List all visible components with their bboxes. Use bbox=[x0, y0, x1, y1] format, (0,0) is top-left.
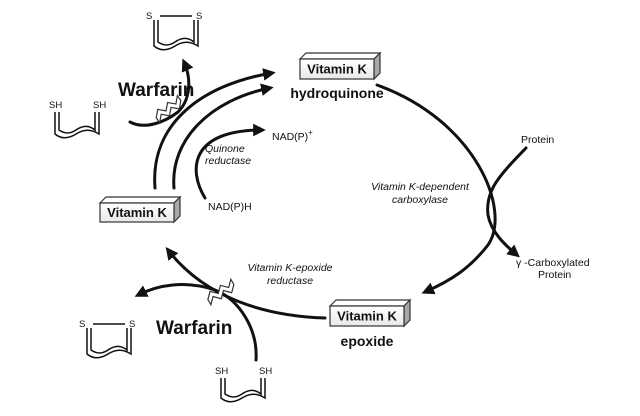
carboxylated-protein-label-2: Protein bbox=[538, 269, 571, 281]
thiol-label: SH bbox=[49, 100, 62, 111]
sulfur-label: S bbox=[129, 319, 135, 330]
warfarin-block-icon-top bbox=[155, 94, 182, 125]
dithiol-oxidation-arrow-top bbox=[128, 58, 194, 127]
quinone-box-label: Vitamin K bbox=[107, 205, 167, 220]
vitamin-k-quinone-box: Vitamin K bbox=[98, 195, 182, 224]
sulfur-label: S bbox=[79, 319, 85, 330]
carboxylase-label-2: carboxylase bbox=[392, 194, 448, 206]
epoxide-reduction-arrow bbox=[165, 247, 327, 320]
hydroquinone-box-label: Vitamin K bbox=[307, 62, 367, 77]
quinone-reductase-label-2: reductase bbox=[205, 155, 251, 167]
quinone-reduction-arrow-1 bbox=[153, 68, 276, 190]
epoxide-label: epoxide bbox=[341, 333, 394, 349]
epoxide-reductase-label-1: Vitamin K-epoxide bbox=[247, 262, 332, 274]
vitamin-k-hydroquinone-box: Vitamin K bbox=[298, 51, 382, 81]
thiol-label: SH bbox=[215, 366, 228, 377]
disulfide-icon-top: S S bbox=[146, 11, 202, 51]
dithiol-icon-bottom: SH SH bbox=[215, 366, 272, 403]
warfarin-block-icon-bottom bbox=[207, 277, 235, 307]
thiol-label: SH bbox=[93, 100, 106, 111]
hydroquinone-label: hydroquinone bbox=[290, 85, 384, 101]
dithiol-icon-top: SH SH bbox=[49, 100, 106, 139]
carboxylation-arrow bbox=[375, 83, 497, 295]
nadp-label: NAD(P)+ bbox=[272, 128, 313, 143]
epoxide-box-label: Vitamin K bbox=[337, 309, 397, 324]
disulfide-icon-bottom: S S bbox=[79, 319, 135, 359]
vitamin-k-epoxide-box: Vitamin K bbox=[328, 298, 412, 328]
nadph-oxidation-arrow bbox=[194, 123, 266, 200]
quinone-reduction-arrow-2 bbox=[172, 83, 274, 190]
thiol-label: SH bbox=[259, 366, 272, 377]
dithiol-oxidation-arrow-bottom bbox=[134, 283, 258, 362]
epoxide-reductase-label-2: reductase bbox=[267, 275, 313, 287]
protein-carboxylation-arrow bbox=[486, 146, 528, 258]
warfarin-label-bottom: Warfarin bbox=[156, 318, 232, 339]
nadph-label: NAD(P)H bbox=[208, 201, 252, 213]
carboxylated-protein-label-1: γ -Carboxylated bbox=[516, 257, 590, 269]
sulfur-label: S bbox=[146, 11, 152, 22]
warfarin-label-top: Warfarin bbox=[118, 80, 194, 101]
carboxylase-label-1: Vitamin K-dependent bbox=[371, 181, 470, 193]
sulfur-label: S bbox=[196, 11, 202, 22]
quinone-reductase-label-1: Quinone bbox=[205, 143, 245, 155]
protein-label: Protein bbox=[521, 134, 554, 146]
